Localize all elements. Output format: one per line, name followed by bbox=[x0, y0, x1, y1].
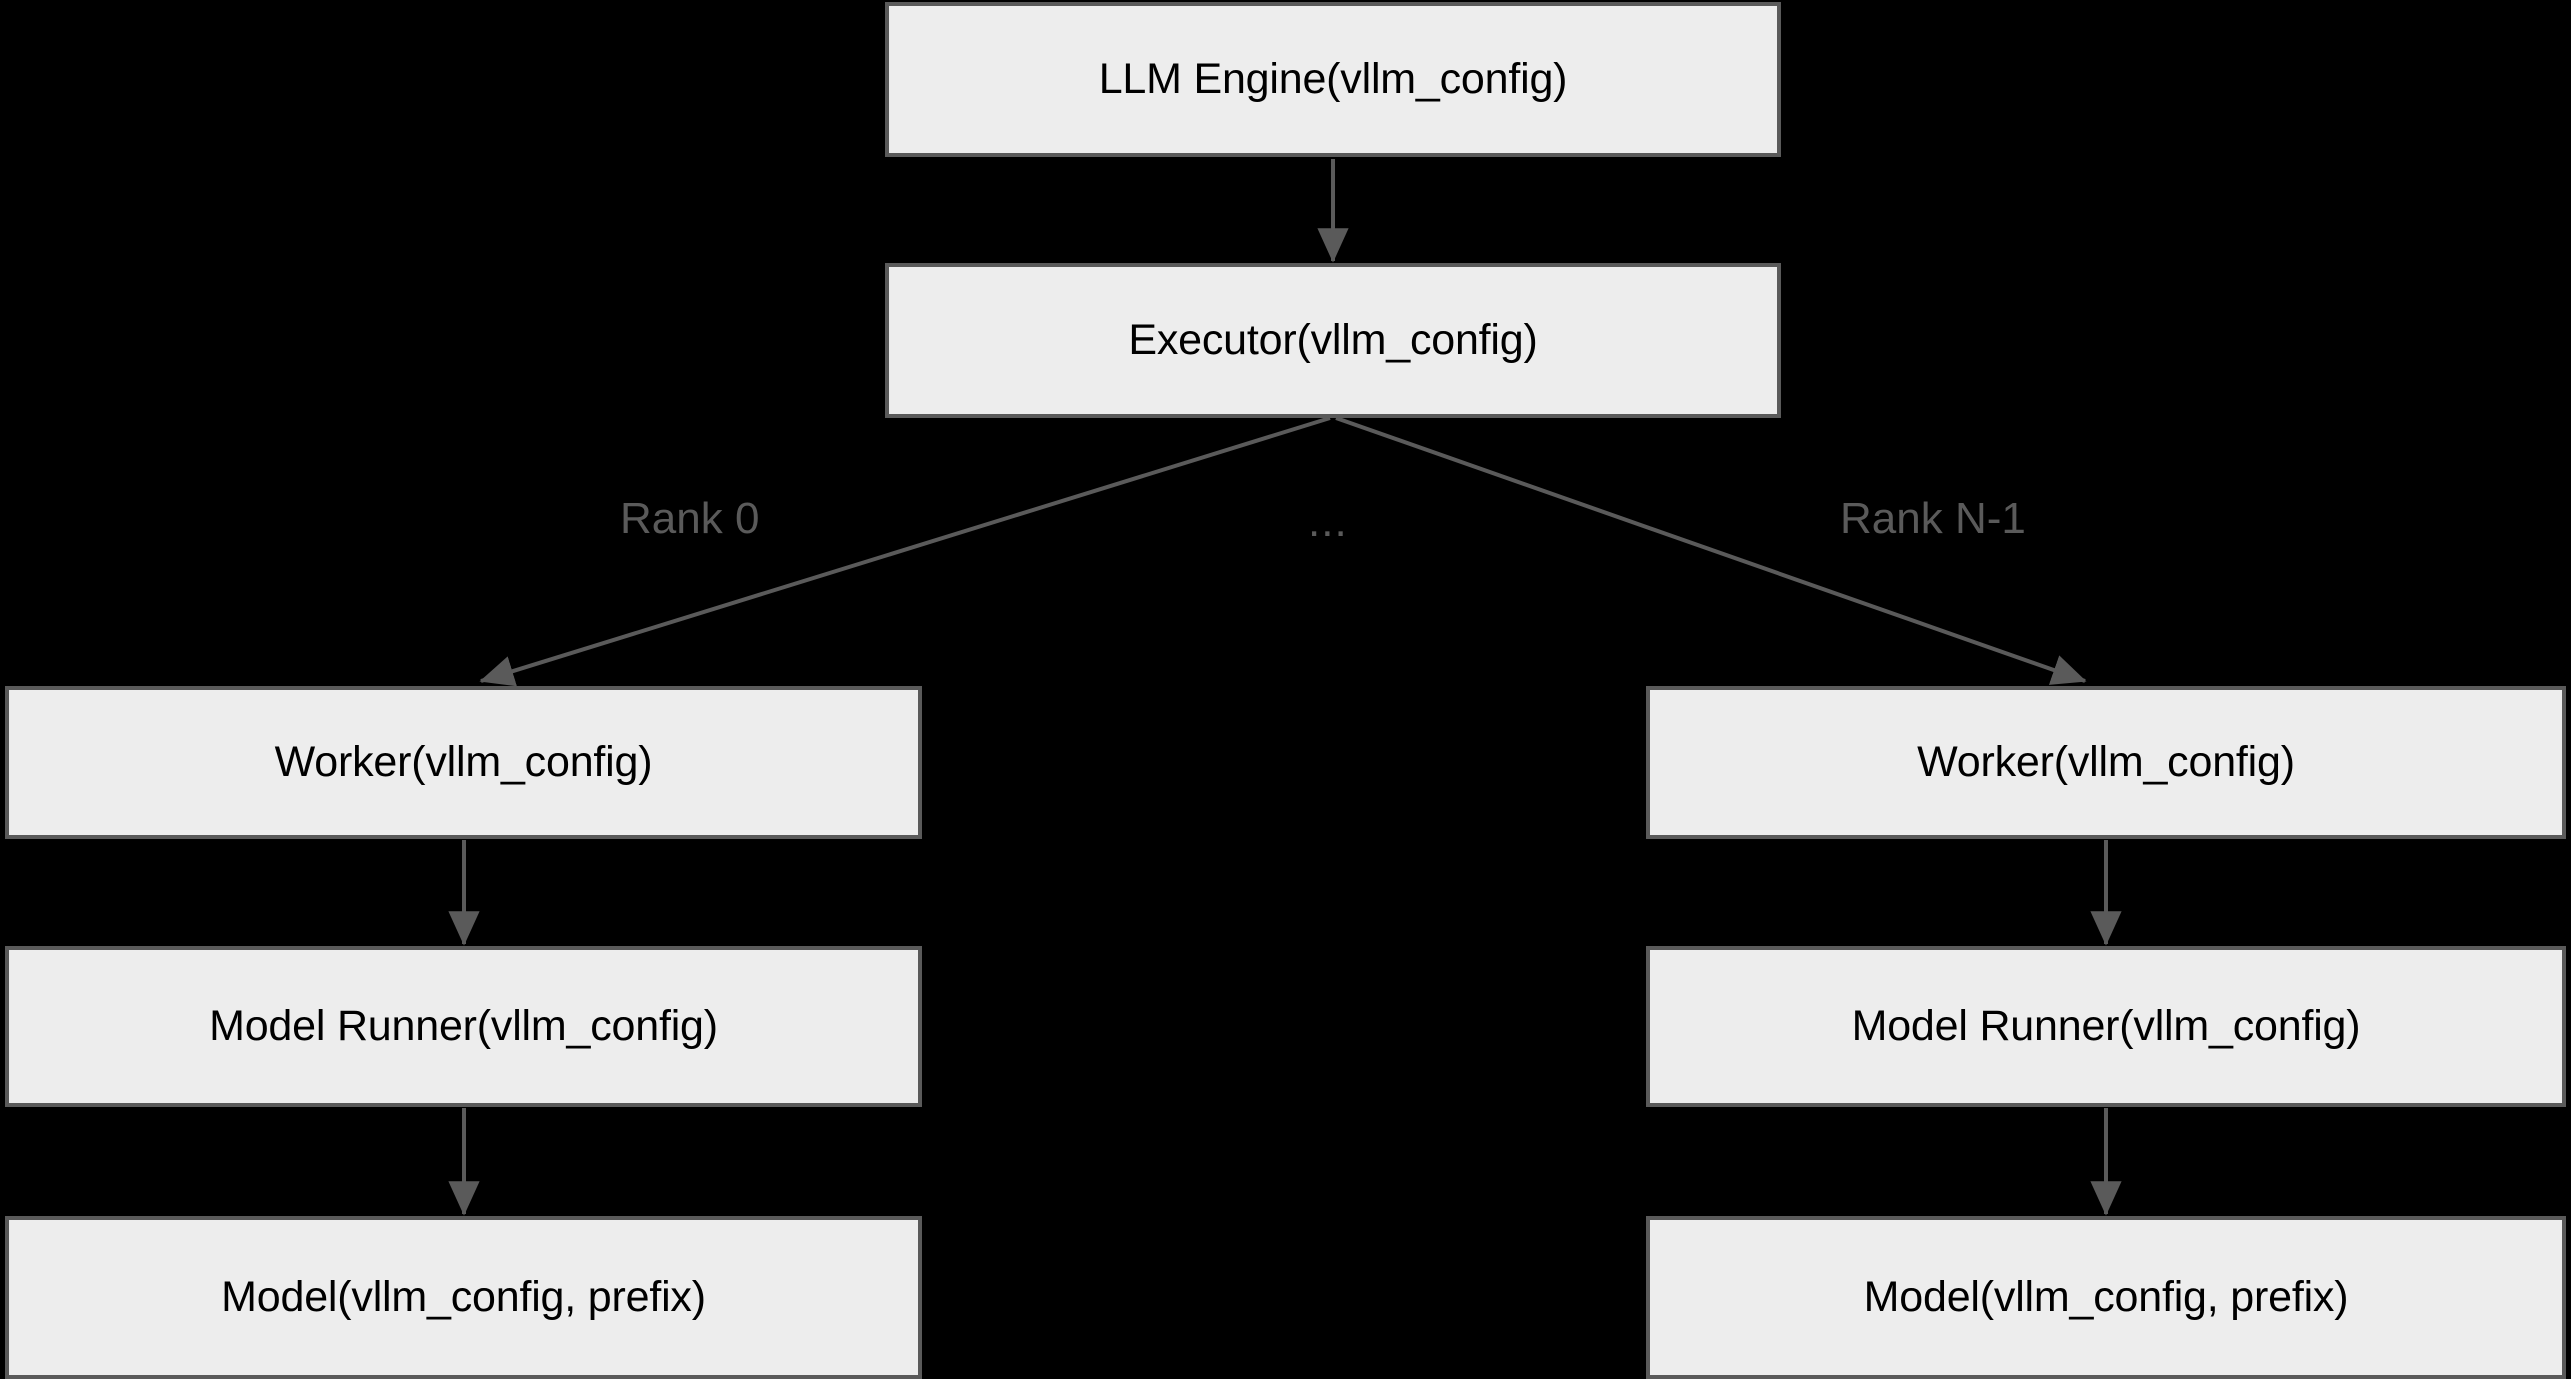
node-model-runner-rank-0[interactable]: Model Runner(vllm_config) bbox=[5, 946, 922, 1107]
node-model-runner-rank-0-label: Model Runner(vllm_config) bbox=[209, 1002, 718, 1050]
edge-label-rank-ellipsis: ... bbox=[1308, 497, 1348, 546]
edge-executor-to-worker-right bbox=[1335, 416, 2087, 685]
node-worker-rank-0[interactable]: Worker(vllm_config) bbox=[5, 686, 922, 839]
node-model-rank-0[interactable]: Model(vllm_config, prefix) bbox=[5, 1216, 922, 1379]
edge-label-rank-n-1: Rank N-1 bbox=[1840, 494, 2026, 543]
node-worker-rank-0-label: Worker(vllm_config) bbox=[274, 738, 653, 786]
node-model-rank-n-1[interactable]: Model(vllm_config, prefix) bbox=[1646, 1216, 2566, 1379]
node-worker-rank-n-1-label: Worker(vllm_config) bbox=[1917, 738, 2295, 786]
edge-label-rank-0: Rank 0 bbox=[620, 494, 760, 543]
node-model-runner-rank-n-1[interactable]: Model Runner(vllm_config) bbox=[1646, 946, 2566, 1107]
node-executor-label: Executor(vllm_config) bbox=[1128, 316, 1538, 364]
node-executor[interactable]: Executor(vllm_config) bbox=[885, 263, 1781, 418]
node-model-runner-rank-n-1-label: Model Runner(vllm_config) bbox=[1851, 1002, 2361, 1050]
edge-executor-to-worker-left bbox=[479, 416, 1331, 687]
node-model-rank-n-1-label: Model(vllm_config, prefix) bbox=[1863, 1273, 2349, 1321]
node-llm-engine-label: LLM Engine(vllm_config) bbox=[1098, 55, 1568, 103]
node-worker-rank-n-1[interactable]: Worker(vllm_config) bbox=[1646, 686, 2566, 839]
node-model-rank-0-label: Model(vllm_config, prefix) bbox=[221, 1273, 706, 1321]
node-llm-engine[interactable]: LLM Engine(vllm_config) bbox=[885, 2, 1781, 157]
